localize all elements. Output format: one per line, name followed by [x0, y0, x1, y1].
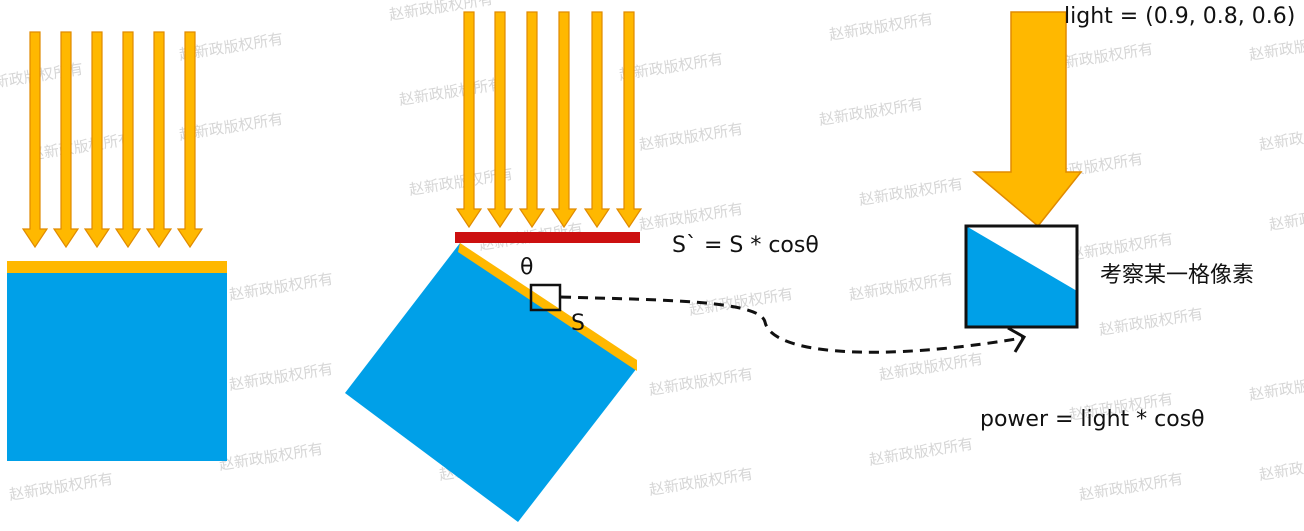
- watermark-text: 赵新政版权所有: [638, 120, 745, 154]
- power-formula: power = light * cosθ: [980, 407, 1205, 432]
- light-rays-left: [21, 31, 204, 249]
- watermark-text: 赵新政版权所有: [228, 360, 335, 394]
- surface-s-label: S: [571, 311, 585, 336]
- big-down-arrow-icon: [971, 11, 1083, 228]
- projection-bar: [455, 232, 640, 243]
- tilted-lit-edge: [458, 243, 637, 371]
- watermark-text: 赵新政版权所有: [648, 365, 755, 399]
- pixel-lit-region: [966, 226, 1077, 327]
- tilted-surface: [345, 243, 637, 522]
- flat-surface: [7, 273, 227, 461]
- pixel-outline: [964, 224, 1079, 329]
- light-rays-middle: [455, 11, 643, 229]
- down-arrow-icon: [455, 11, 483, 229]
- watermark-text: 赵新政版权所有: [28, 130, 135, 164]
- theta-label: θ: [520, 255, 534, 280]
- watermark-text: 赵新政版权所有: [648, 465, 755, 499]
- pixel-scene: [964, 11, 1083, 329]
- watermark-text: 赵新政版权所有: [638, 200, 745, 234]
- watermark-text: 赵新政版权所有: [878, 350, 985, 384]
- down-arrow-icon: [21, 31, 49, 249]
- watermark-text: 赵新政版权所有: [1248, 370, 1304, 404]
- watermark-text: 赵新政版权所有: [228, 270, 335, 304]
- sample-pixel-box: [529, 283, 562, 312]
- pixel-caption: 考察某一格像素: [1100, 263, 1255, 288]
- watermark-text: 赵新政版权所有: [1258, 450, 1304, 484]
- down-arrow-icon: [486, 11, 514, 229]
- watermark-text: 赵新政版权所有: [1068, 230, 1175, 264]
- down-arrow-icon: [550, 11, 578, 229]
- watermark-text: 赵新政版权所有: [818, 95, 925, 129]
- down-arrow-icon: [83, 31, 111, 249]
- projection-formula: S` = S * cosθ: [672, 233, 819, 258]
- down-arrow-icon: [615, 11, 643, 229]
- connector-arrowhead: [1007, 326, 1027, 353]
- down-arrow-icon: [145, 31, 173, 249]
- watermark-text: 赵新政版权所有: [8, 470, 115, 504]
- watermark-text: 赵新政版权所有: [828, 10, 935, 44]
- watermark-text: 赵新政版权所有: [848, 270, 955, 304]
- watermark-text: 赵新政版权所有: [388, 0, 495, 24]
- light-value-label: light = (0.9, 0.8, 0.6): [1064, 4, 1296, 29]
- down-arrow-icon: [518, 11, 546, 229]
- watermark-text: 赵新政版权所有: [0, 60, 84, 94]
- watermark-text: 赵新政版权所有: [1098, 305, 1205, 339]
- down-arrow-icon: [176, 31, 204, 249]
- watermark-text: 赵新政版权所有: [218, 440, 325, 474]
- flat-lit-edge: [7, 261, 227, 273]
- watermark-text: 赵新政版权所有: [1248, 30, 1304, 64]
- watermark-text: 赵新政版权所有: [868, 435, 975, 469]
- watermark-text: 赵新政版权所有: [1268, 200, 1304, 234]
- down-arrow-icon: [52, 31, 80, 249]
- watermark-text: 赵新政版权所有: [1258, 120, 1304, 154]
- dashed-curve-arrow-icon: [560, 295, 1023, 354]
- watermark-text: 赵新政版权所有: [398, 75, 505, 109]
- watermark-text: 赵新政版权所有: [1078, 470, 1185, 504]
- tilted-surface-scene: [345, 11, 643, 522]
- down-arrow-icon: [583, 11, 611, 229]
- down-arrow-icon: [114, 31, 142, 249]
- flat-surface-scene: [7, 31, 227, 461]
- watermark-text: 赵新政版权所有: [858, 175, 965, 209]
